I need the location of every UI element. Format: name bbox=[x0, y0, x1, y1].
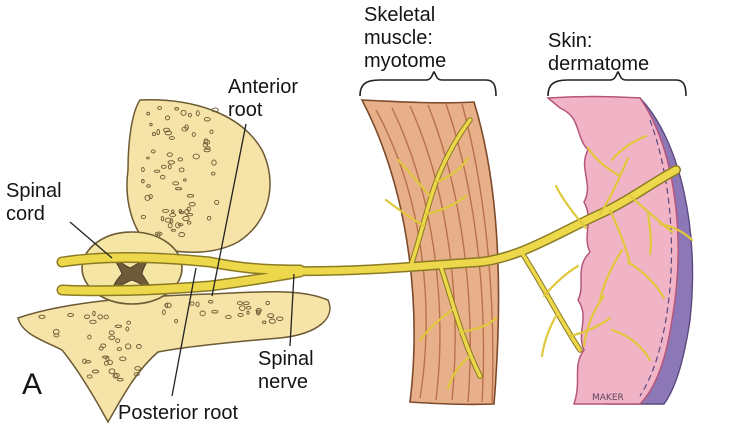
skin-pink bbox=[548, 97, 678, 405]
label-anterior-root-line2: root bbox=[228, 99, 298, 122]
label-skin-line2: dermatome bbox=[548, 53, 649, 76]
artist-signature: MAKER bbox=[592, 393, 624, 403]
label-spinal-cord-line1: Spinal bbox=[6, 180, 62, 203]
label-anterior-root-line1: Anterior bbox=[228, 76, 298, 99]
label-anterior-root: Anterior root bbox=[228, 76, 298, 122]
label-muscle-line1: Skeletal bbox=[364, 4, 446, 27]
muscle-bracket bbox=[360, 72, 496, 96]
label-spinal-cord-line2: cord bbox=[6, 203, 62, 226]
label-spinal-nerve: Spinal nerve bbox=[258, 348, 314, 394]
label-muscle-line2: muscle: bbox=[364, 27, 446, 50]
label-posterior-root: Posterior root bbox=[118, 402, 238, 425]
panel-letter: A bbox=[22, 370, 42, 400]
label-spinal-nerve-line2: nerve bbox=[258, 371, 314, 394]
label-muscle-line3: myotome bbox=[364, 50, 446, 73]
label-spinal-cord: Spinal cord bbox=[6, 180, 62, 226]
upper-vertebra bbox=[127, 100, 270, 252]
label-skin: Skin: dermatome bbox=[548, 30, 649, 76]
label-skeletal-muscle: Skeletal muscle: myotome bbox=[364, 4, 446, 73]
label-skin-line1: Skin: bbox=[548, 30, 649, 53]
label-spinal-nerve-line1: Spinal bbox=[258, 348, 314, 371]
